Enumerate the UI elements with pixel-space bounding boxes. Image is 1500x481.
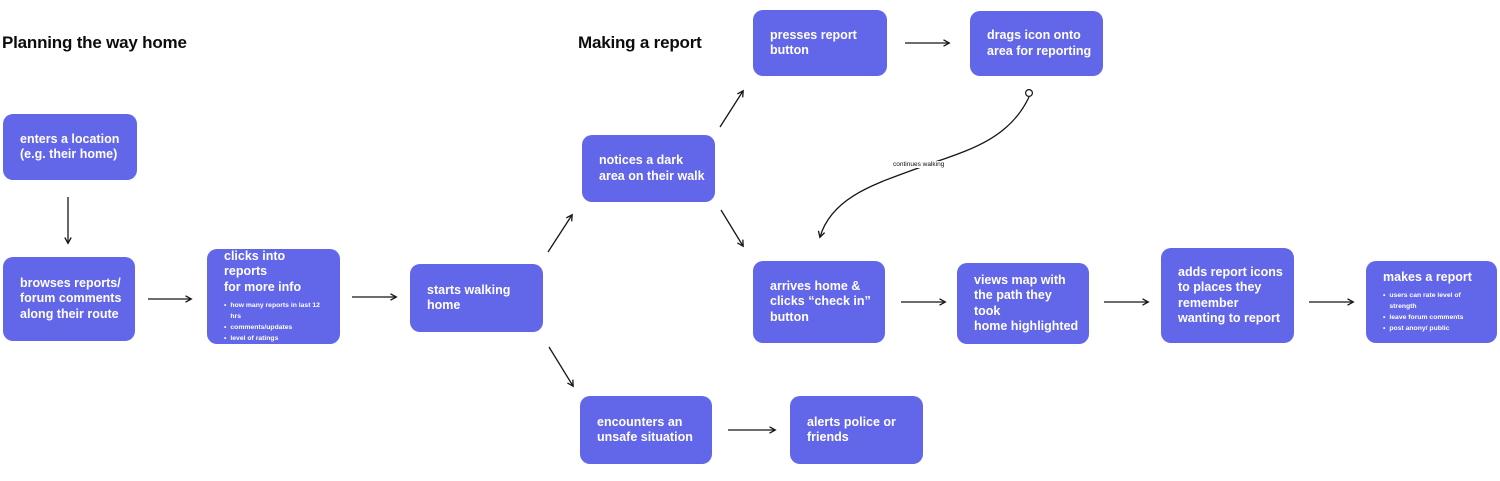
node-label: presses report button <box>770 27 857 58</box>
flow-node-notices-dark-area[interactable]: notices a dark area on their walk <box>582 135 715 202</box>
bullet-item: leave forum comments <box>1383 313 1487 324</box>
section-title-planning: Planning the way home <box>2 33 187 52</box>
flow-node-arrives-home-check-in[interactable]: arrives home & clicks “check in” button <box>753 261 885 343</box>
node-label: makes a report <box>1383 269 1472 284</box>
node-label: encounters an unsafe situation <box>597 414 693 445</box>
node-label: notices a dark area on their walk <box>599 153 705 183</box>
arrow-notices-to-arrives <box>720 209 744 248</box>
flow-node-makes-a-report[interactable]: makes a report users can rate level of s… <box>1366 261 1497 343</box>
node-label: starts walking home <box>427 282 511 313</box>
arrow-walking-to-unsafe <box>548 346 574 388</box>
node-label: enters a location (e.g. their home) <box>20 131 120 162</box>
bullet-item: post anony/ public <box>1383 324 1487 335</box>
flow-node-clicks-into-reports[interactable]: clicks into reports for more info how ma… <box>207 249 340 344</box>
node-label: browses reports/ forum comments along th… <box>20 275 122 321</box>
flow-node-presses-report-button[interactable]: presses report button <box>753 10 887 76</box>
edge-label-continues-walking: continues walking <box>891 161 947 168</box>
node-bullet-list: how many reports in last 12 hrs comments… <box>224 301 330 345</box>
arrow-walking-to-notices <box>547 213 573 253</box>
section-title-making-report: Making a report <box>578 33 702 52</box>
node-label: views map with the path they took home h… <box>974 272 1079 334</box>
flow-node-views-map[interactable]: views map with the path they took home h… <box>957 263 1089 344</box>
arrow-notices-to-presses <box>719 89 744 128</box>
flow-node-starts-walking-home[interactable]: starts walking home <box>410 264 543 332</box>
bullet-item: level of ratings <box>224 334 330 345</box>
flow-node-browses-reports[interactable]: browses reports/ forum comments along th… <box>3 257 135 341</box>
bullet-item: how many reports in last 12 hrs <box>224 301 330 323</box>
bullet-item: users can rate level of strength <box>1383 291 1487 313</box>
node-label: clicks into reports for more info <box>224 248 302 294</box>
curve-start-dot <box>1024 88 1033 97</box>
node-bullet-list: users can rate level of strength leave f… <box>1383 291 1487 335</box>
node-label: adds report icons to places they remembe… <box>1178 264 1283 326</box>
node-label: drags icon onto area for reporting <box>987 28 1092 58</box>
flow-node-drags-icon[interactable]: drags icon onto area for reporting <box>970 11 1103 76</box>
node-label: arrives home & clicks “check in” button <box>770 278 871 324</box>
bullet-item: comments/updates <box>224 323 330 334</box>
flow-node-enters-location[interactable]: enters a location (e.g. their home) <box>3 114 137 180</box>
flow-node-alerts-police[interactable]: alerts police or friends <box>790 396 923 464</box>
node-label: alerts police or friends <box>807 414 896 445</box>
flow-node-encounters-unsafe[interactable]: encounters an unsafe situation <box>580 396 712 464</box>
flow-node-adds-report-icons[interactable]: adds report icons to places they remembe… <box>1161 248 1294 343</box>
